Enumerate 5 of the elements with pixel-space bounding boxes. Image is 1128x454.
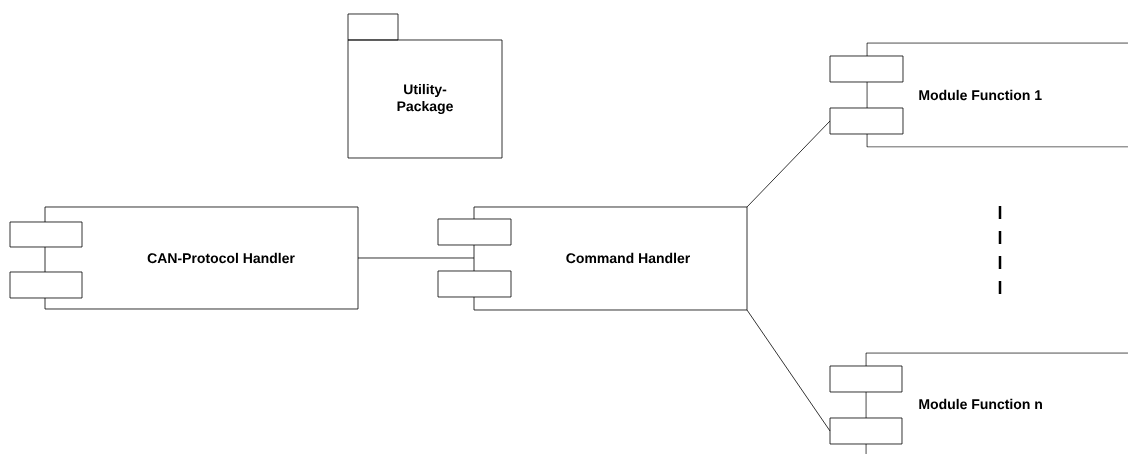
component-label: Module Function 1 <box>919 89 1042 101</box>
connector-line <box>357 257 475 259</box>
connector-line <box>746 120 831 208</box>
connector-line <box>746 309 831 432</box>
component-label: Module Function n <box>919 398 1042 410</box>
